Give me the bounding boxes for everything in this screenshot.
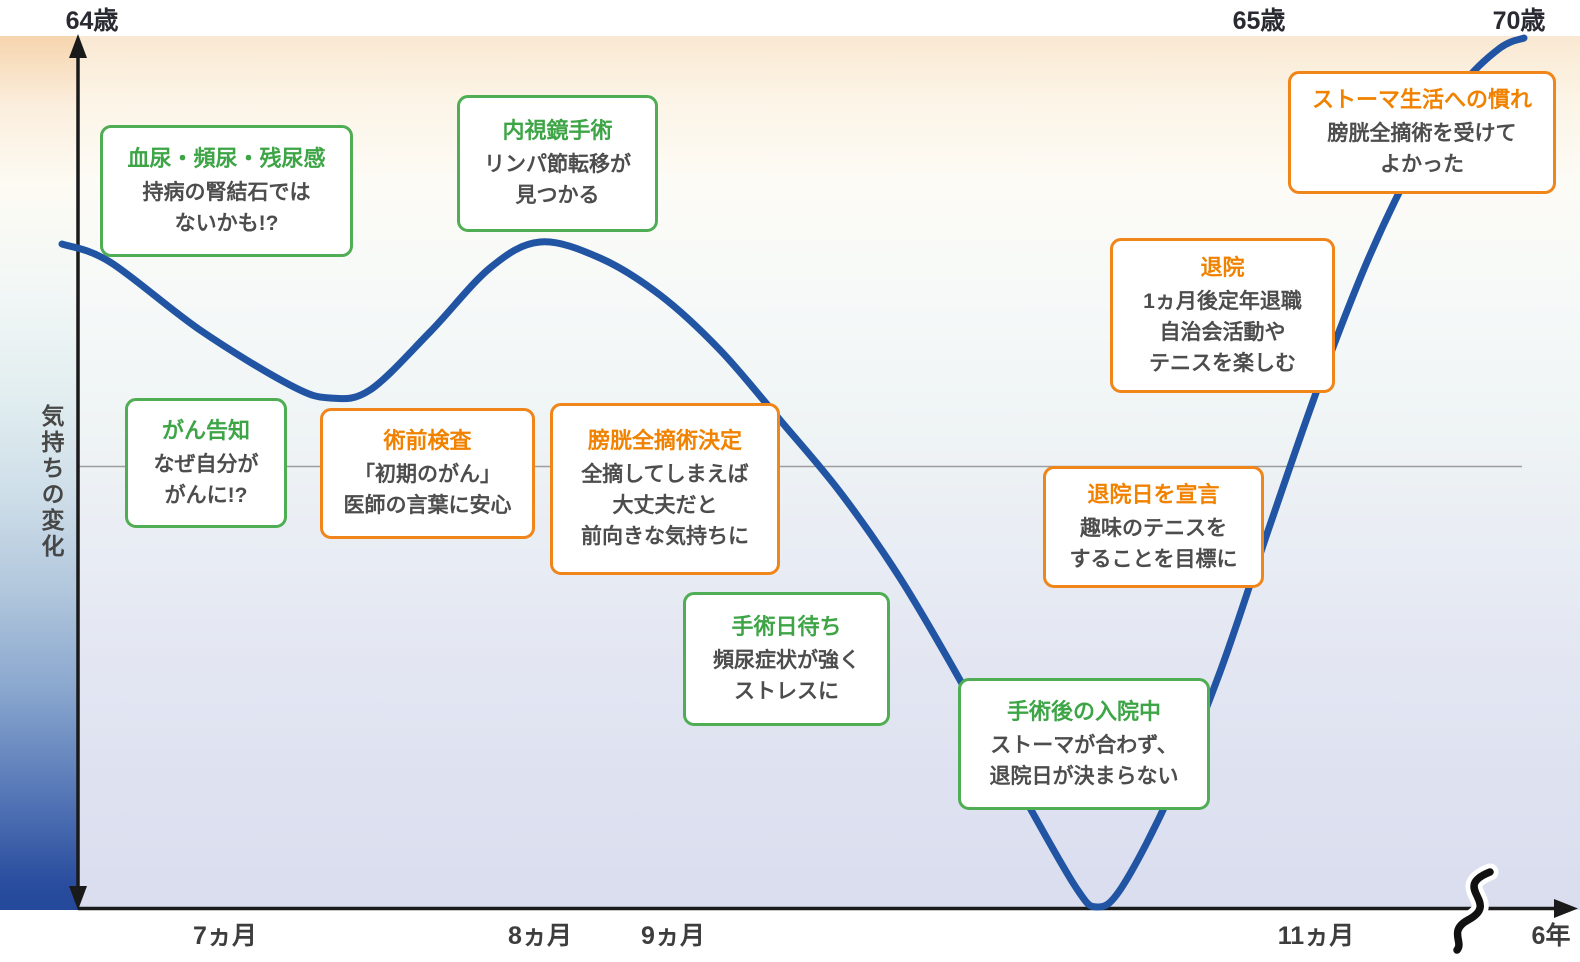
y-axis-down-arrow-icon xyxy=(69,886,87,910)
event-box-title: 退院 xyxy=(1200,254,1245,280)
event-box-body: 1ヵ月後定年退職自治会活動やテニスを楽しむ xyxy=(1143,289,1302,375)
event-box-body: ストーマが合わず、退院日が決まらない xyxy=(989,733,1179,788)
event-box: ストーマ生活への慣れ膀胱全摘術を受けてよかった xyxy=(1288,71,1556,194)
event-box-title: 膀胱全摘術決定 xyxy=(587,428,742,453)
event-box: 手術後の入院中ストーマが合わず、退院日が決まらない xyxy=(958,678,1210,810)
event-box-title: 内視鏡手術 xyxy=(502,118,613,143)
event-box-body: 頻尿症状が強くストレスに xyxy=(713,648,860,703)
event-box-title: 血尿・頻尿・残尿感 xyxy=(127,145,326,171)
event-box: 膀胱全摘術決定全摘してしまえば大丈夫だと前向きな気持ちに xyxy=(550,403,780,575)
event-box-title: がん告知 xyxy=(161,417,250,443)
x-axis-right-arrow-icon xyxy=(1554,899,1578,918)
event-box: 退院日を宣言趣味のテニスをすることを目標に xyxy=(1043,466,1264,588)
event-box: 術前検査「初期のがん」医師の言葉に安心 xyxy=(320,408,535,539)
event-box-body: リンパ節転移が見つかる xyxy=(484,153,631,207)
event-box: がん告知なぜ自分ががんに!? xyxy=(125,398,287,528)
month-label: 6年 xyxy=(1531,922,1571,950)
event-box: 内視鏡手術リンパ節転移が見つかる xyxy=(457,95,658,232)
event-box: 血尿・頻尿・残尿感持病の腎結石ではないかも!? xyxy=(100,125,353,257)
age-label: 64歳 xyxy=(65,7,119,35)
month-label: 11ヵ月 xyxy=(1277,922,1355,950)
event-box-title: 手術後の入院中 xyxy=(1006,698,1161,724)
month-label: 9ヵ月 xyxy=(641,922,705,950)
event-box-body: なぜ自分ががんに!? xyxy=(153,452,259,507)
axis-break-icon xyxy=(1448,863,1499,959)
event-box-title: 退院日を宣言 xyxy=(1087,481,1220,507)
month-label: 7ヵ月 xyxy=(193,922,257,950)
age-label: 70歳 xyxy=(1492,7,1546,35)
left-gradient-strip xyxy=(0,36,78,910)
event-box-body: 持病の腎結石ではないかも!? xyxy=(142,180,311,235)
event-box-title: 手術日待ち xyxy=(731,613,842,639)
event-box-title: ストーマ生活への慣れ xyxy=(1311,87,1532,112)
y-axis-up-arrow-icon xyxy=(69,34,87,58)
event-box: 退院 1ヵ月後定年退職自治会活動やテニスを楽しむ xyxy=(1110,238,1335,393)
age-label: 65歳 xyxy=(1232,7,1286,35)
event-box-body: 全摘してしまえば大丈夫だと前向きな気持ちに xyxy=(581,463,749,548)
event-box-title: 術前検査 xyxy=(383,428,472,453)
y-axis-label: 気持ちの変化 xyxy=(38,404,64,560)
event-box: 手術日待ち頻尿症状が強くストレスに xyxy=(683,592,890,726)
event-box-body: 趣味のテニスをすることを目標に xyxy=(1069,516,1238,571)
event-box-body: 「初期のがん」医師の言葉に安心 xyxy=(343,463,512,517)
month-label: 8ヵ月 xyxy=(508,922,572,950)
event-box-body: 膀胱全摘術を受けてよかった xyxy=(1327,122,1517,176)
